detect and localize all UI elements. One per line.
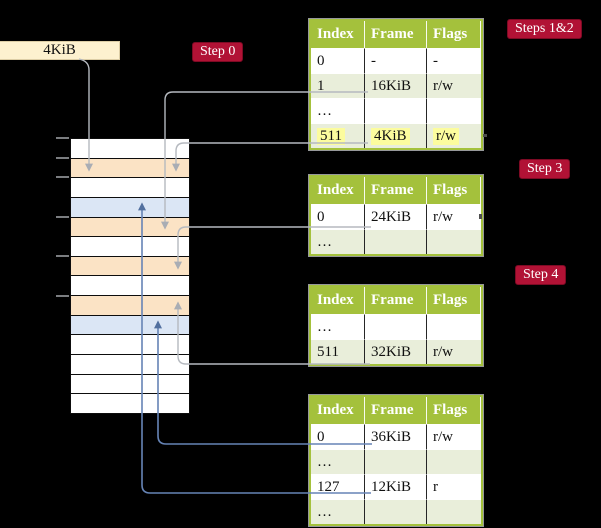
table-cell: 0 (311, 48, 365, 73)
table-cell (365, 314, 427, 339)
memory-row-5 (71, 236, 189, 256)
badge-steps-1-2: Steps 1&2 (507, 19, 582, 39)
table-cell (427, 314, 481, 339)
memory-row-4 (71, 216, 189, 237)
table-row: … (311, 314, 481, 339)
column-header: Frame (365, 177, 427, 204)
column-header: Flags (427, 397, 481, 424)
table-cell (427, 449, 481, 474)
table-cell: 16KiB (365, 73, 427, 98)
memory-row-9 (71, 314, 189, 335)
table-cell: 12KiB (365, 474, 427, 499)
physical-memory-column (70, 138, 190, 414)
table-cell: 1 (311, 73, 365, 98)
connector-stub (483, 134, 487, 137)
table-cell: 511 (311, 339, 365, 364)
table-cell: 24KiB (365, 204, 427, 229)
table-cell (427, 229, 481, 254)
table-cell: 511 (311, 123, 365, 148)
memory-row-13 (71, 393, 189, 413)
column-header: Frame (365, 287, 427, 314)
column-header: Flags (427, 287, 481, 314)
column-header: Index (311, 177, 365, 204)
column-header: Index (311, 21, 365, 48)
column-header: Index (311, 397, 365, 424)
badge-step-0: Step 0 (192, 42, 244, 62)
table-cell (365, 499, 427, 524)
table-cell: … (311, 229, 365, 254)
table-cell: 0 (311, 424, 365, 449)
memory-tick (56, 156, 69, 159)
table-cell: 32KiB (365, 339, 427, 364)
table-row: … (311, 229, 481, 254)
table-row: … (311, 499, 481, 524)
table-cell: … (311, 449, 365, 474)
column-header: Flags (427, 21, 481, 48)
table-row: … (311, 449, 481, 474)
badge-step-3: Step 3 (519, 159, 571, 179)
table-cell: 127 (311, 474, 365, 499)
memory-tick (56, 137, 69, 139)
memory-row-1 (71, 157, 189, 178)
table-cell (365, 229, 427, 254)
memory-row-0 (71, 139, 189, 158)
table-cell: … (311, 98, 365, 123)
table-cell: r/w (427, 123, 481, 148)
table-cell: r (427, 474, 481, 499)
table-cell: - (365, 48, 427, 73)
table-cell: … (311, 499, 365, 524)
memory-tick (56, 176, 69, 179)
table-cell: r/w (427, 424, 481, 449)
column-header: Index (311, 287, 365, 314)
memory-tick (56, 255, 69, 258)
table-cell: … (311, 314, 365, 339)
table-cell (427, 98, 481, 123)
table-cell: 36KiB (365, 424, 427, 449)
memory-tick (56, 294, 69, 297)
table-cell: r/w (427, 204, 481, 229)
table-cell: r/w (427, 339, 481, 364)
table-cell (427, 499, 481, 524)
memory-tick (56, 215, 69, 218)
table-row: 0-- (311, 48, 481, 73)
memory-row-11 (71, 354, 189, 374)
memory-row-12 (71, 373, 189, 394)
memory-row-8 (71, 295, 189, 315)
table-cell: 4KiB (365, 123, 427, 148)
table-cell (365, 449, 427, 474)
memory-row-7 (71, 275, 189, 296)
memory-row-3 (71, 196, 189, 217)
table-cell (365, 98, 427, 123)
column-header: Flags (427, 177, 481, 204)
column-header: Frame (365, 21, 427, 48)
table-cell: 0 (311, 204, 365, 229)
table-row: … (311, 98, 481, 123)
table-cell: r/w (427, 73, 481, 98)
memory-row-2 (71, 177, 189, 197)
memory-row-10 (71, 334, 189, 355)
frame-size-label: 4KiB (0, 41, 120, 60)
memory-row-6 (71, 255, 189, 276)
column-header: Frame (365, 397, 427, 424)
table-cell: - (427, 48, 481, 73)
badge-step-4: Step 4 (515, 265, 567, 285)
